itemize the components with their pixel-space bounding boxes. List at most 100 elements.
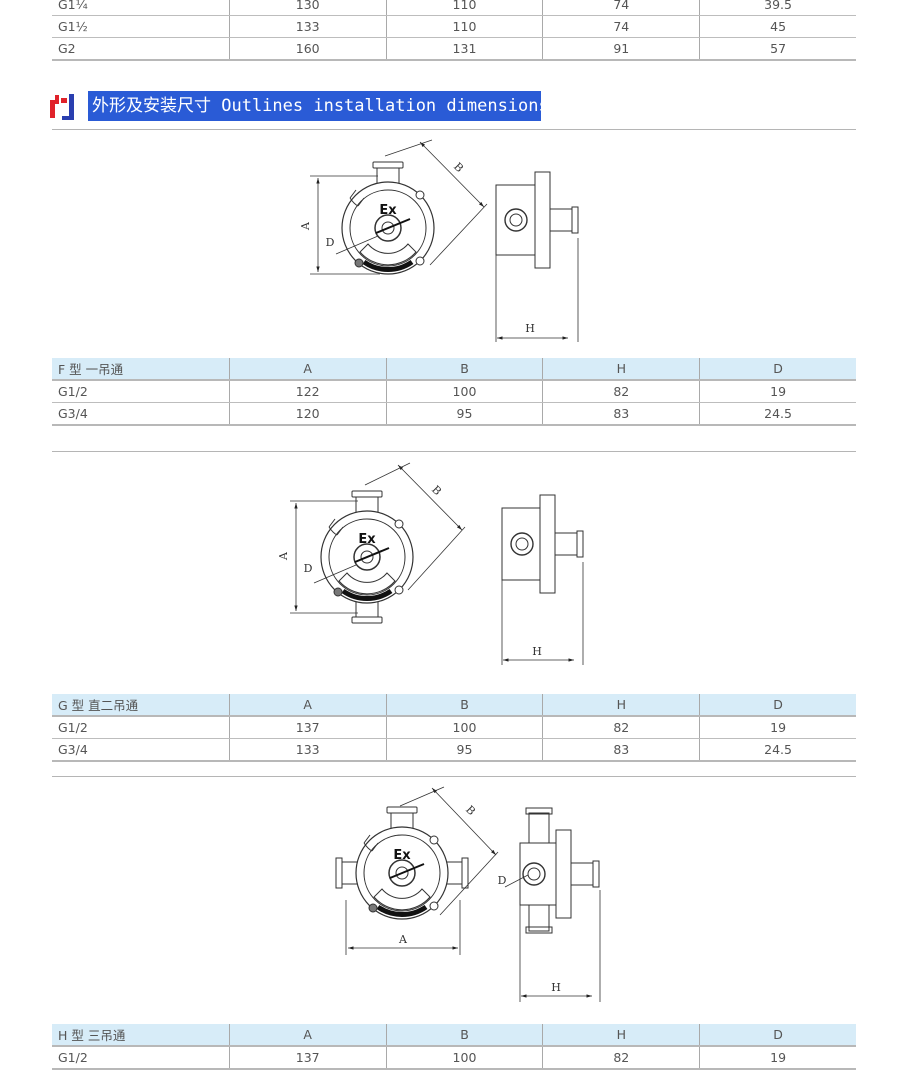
enclosure-cover xyxy=(349,189,427,267)
dimension-label-d: D xyxy=(498,874,507,887)
center-boss xyxy=(374,214,402,242)
screw-icon xyxy=(394,519,404,529)
table-cell: 95 xyxy=(386,738,544,762)
column-header: A xyxy=(229,694,387,717)
nipple xyxy=(549,208,573,232)
diameter-arrow xyxy=(354,547,390,563)
hub-nut xyxy=(461,857,469,889)
table-cell: 24.5 xyxy=(699,402,856,426)
hub-nut xyxy=(525,807,553,815)
nipple-nut xyxy=(592,860,600,888)
hub-nut xyxy=(372,161,404,169)
center-hole xyxy=(381,221,395,235)
screw-icon xyxy=(415,256,425,266)
dimension-label-h: H xyxy=(525,322,535,335)
cable-hub xyxy=(528,812,550,844)
table-cell: G3/4 xyxy=(52,402,230,426)
cable-hub xyxy=(528,904,550,932)
column-header: A xyxy=(229,1024,387,1047)
table-cell: 122 xyxy=(229,380,387,403)
table-cell: 24.5 xyxy=(699,738,856,762)
nameplate-text-band xyxy=(341,588,393,602)
table-cell: 19 xyxy=(699,380,856,403)
column-header: B xyxy=(386,694,544,717)
extension-line xyxy=(399,786,445,807)
column-header: D xyxy=(699,694,856,717)
screw-icon xyxy=(394,585,404,595)
nipple xyxy=(570,862,594,886)
divider xyxy=(52,451,856,452)
table-cell: 82 xyxy=(542,1046,701,1070)
port-hole xyxy=(527,867,541,881)
table-cell: 100 xyxy=(386,380,544,403)
column-header: A xyxy=(229,358,387,381)
dimension-label-b: B xyxy=(463,803,478,818)
screw-icon xyxy=(429,835,439,845)
table-cell: G1/2 xyxy=(52,1046,230,1070)
nipple-nut xyxy=(571,206,579,234)
column-header: B xyxy=(386,358,544,381)
table-cell: 133 xyxy=(229,738,387,762)
nameplate-text-band xyxy=(362,259,414,273)
leader-d xyxy=(335,235,379,255)
extension-line xyxy=(384,139,433,157)
column-header: D xyxy=(699,1024,856,1047)
port-hole xyxy=(515,537,529,551)
dimension-label-h: H xyxy=(551,981,561,994)
flange xyxy=(534,171,551,269)
port-circle xyxy=(510,532,534,556)
table-cell: 137 xyxy=(229,1046,387,1070)
port-hole xyxy=(509,213,523,227)
table-cell: 95 xyxy=(386,402,544,426)
table-cell: 82 xyxy=(542,380,701,403)
mounting-ear xyxy=(363,834,379,852)
nameplate xyxy=(338,572,396,595)
extension-line xyxy=(439,851,499,916)
hub-nut xyxy=(351,616,383,624)
center-boss xyxy=(353,543,381,571)
dimension-label-ex: Ex xyxy=(358,532,376,547)
hub-nut xyxy=(525,926,553,934)
column-header: H 型 三吊通 xyxy=(52,1024,230,1047)
table-cell: G3/4 xyxy=(52,738,230,762)
divider xyxy=(52,776,856,777)
enclosure-cover xyxy=(363,834,441,912)
column-header: F 型 一吊通 xyxy=(52,358,230,381)
table-cell: 83 xyxy=(542,402,701,426)
leader-d xyxy=(313,564,357,584)
table-cell: G1/2 xyxy=(52,716,230,739)
ground-screw-icon xyxy=(333,587,343,597)
table-cell: 100 xyxy=(386,1046,544,1070)
column-header: B xyxy=(386,1024,544,1047)
divider xyxy=(52,129,856,130)
diameter-arrow xyxy=(389,863,425,879)
mounting-ear xyxy=(328,518,344,536)
dimension-label-b: B xyxy=(451,160,466,175)
nameplate xyxy=(359,243,417,266)
screw-icon xyxy=(429,901,439,911)
column-header: G 型 直二吊通 xyxy=(52,694,230,717)
center-boss xyxy=(388,859,416,887)
dimension-label-d: D xyxy=(326,236,335,249)
leader-d xyxy=(504,874,529,888)
center-hole xyxy=(395,866,409,880)
ground-screw-icon xyxy=(368,903,378,913)
column-header: H xyxy=(542,694,701,717)
enclosure-cover xyxy=(328,518,406,596)
extension-line xyxy=(429,203,488,266)
dimension-b xyxy=(419,141,485,208)
nameplate xyxy=(373,888,431,911)
